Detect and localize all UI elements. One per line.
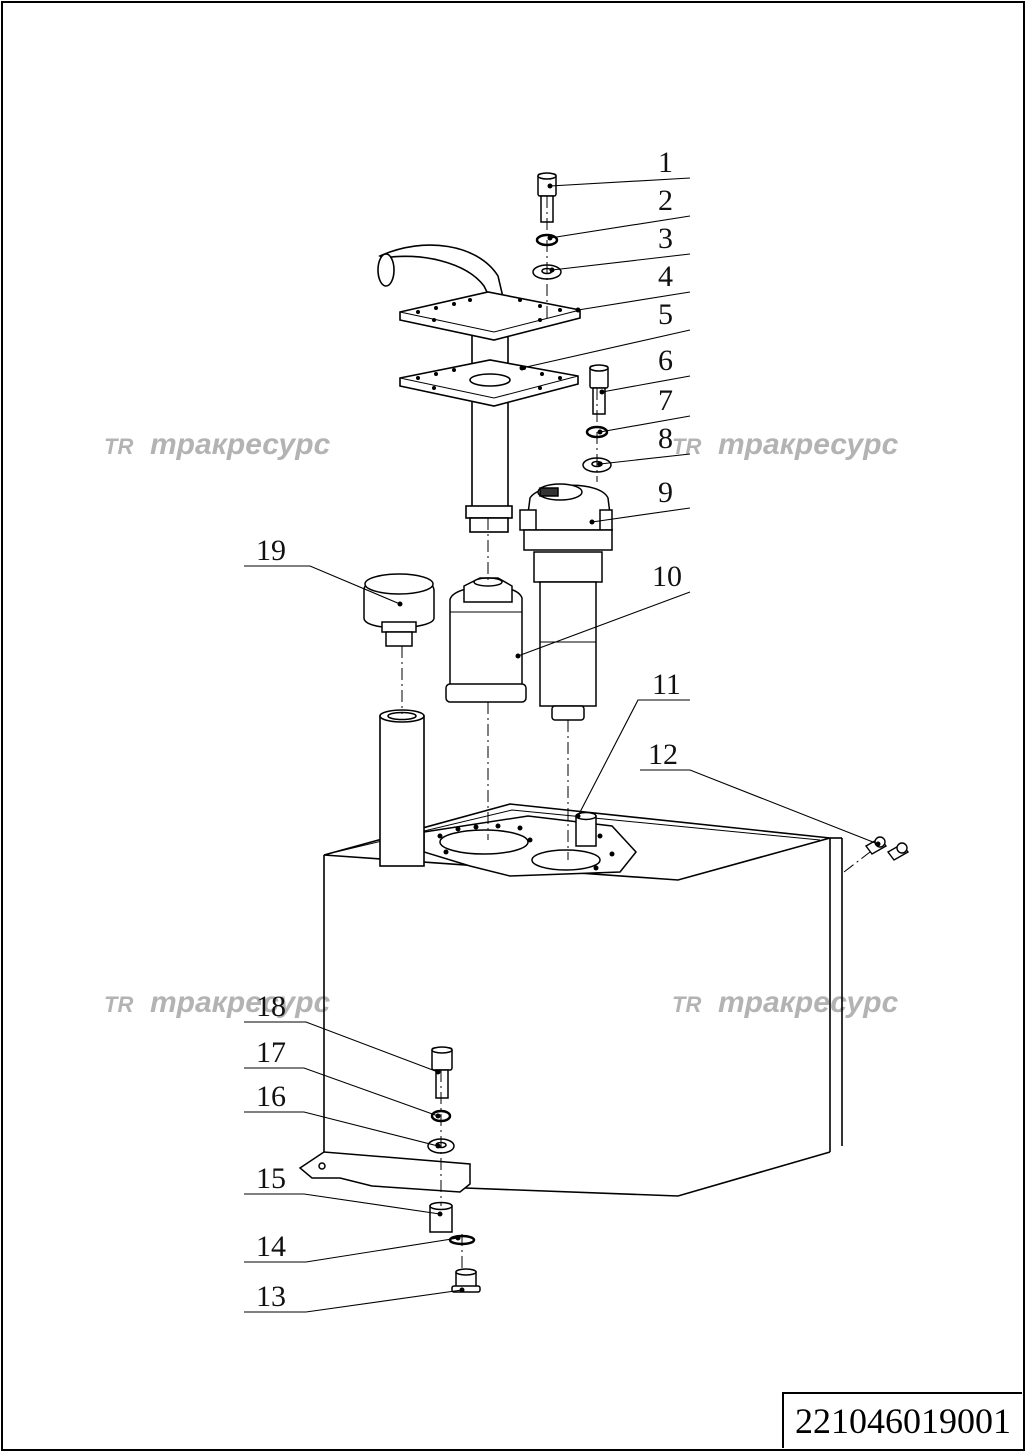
- callout-6: 6: [658, 344, 673, 377]
- watermark-text: тракресурс: [150, 986, 331, 1019]
- callout-3: 3: [658, 222, 673, 255]
- callout-16: 16: [256, 1080, 286, 1113]
- sleeve-part-13: [451, 1268, 481, 1293]
- drawing-number-box: 221046019001: [782, 1392, 1022, 1448]
- callout-8: 8: [658, 422, 673, 455]
- callout-18: 18: [256, 990, 286, 1023]
- filler-pipe: [379, 709, 425, 867]
- return-filter-part-9: [519, 483, 613, 721]
- watermark-3: TR тракресурс: [104, 986, 331, 1019]
- callout-15: 15: [256, 1162, 286, 1195]
- leader-dots: [397, 183, 881, 1293]
- mounting-bracket: [298, 1151, 471, 1193]
- callout-13: 13: [256, 1280, 286, 1313]
- callout-11: 11: [652, 668, 681, 701]
- callout-labels: 1 2 3 4 5 6 7 8 9 10 11 12 13 14 15 16 1…: [256, 146, 682, 1313]
- center-lines: [401, 196, 871, 1272]
- leader-lines: [244, 177, 879, 1313]
- callout-14: 14: [256, 1230, 286, 1263]
- bolts-part-12: [864, 836, 910, 861]
- filter-element-part-10: [445, 577, 527, 703]
- watermark-text: тракресурс: [718, 428, 899, 461]
- spacer-part-15: [429, 1201, 453, 1233]
- watermark-4: TR тракресурс: [672, 986, 899, 1019]
- watermark-text: тракресурс: [718, 986, 899, 1019]
- watermark-group: TR тракресурс TR тракресурс TR тракресур…: [104, 428, 899, 1019]
- callout-19: 19: [256, 534, 286, 567]
- watermark-logo: TR: [104, 992, 133, 1017]
- return-pipe-assembly: [377, 244, 581, 533]
- watermark-logo: TR: [104, 434, 133, 459]
- bolt-part-6: [589, 364, 609, 415]
- callout-7: 7: [658, 384, 673, 417]
- boss-part-11: [575, 811, 597, 847]
- callout-2: 2: [658, 184, 673, 217]
- watermark-logo: TR: [672, 992, 701, 1017]
- bolt-part-1: [537, 172, 557, 223]
- callout-12: 12: [648, 738, 678, 771]
- callout-1: 1: [658, 146, 673, 179]
- breather-cap-part-19: [363, 573, 435, 647]
- callout-5: 5: [658, 298, 673, 331]
- watermark-2: TR тракресурс: [672, 428, 899, 461]
- watermark-text: тракресурс: [150, 428, 331, 461]
- bolt-part-18: [431, 1046, 453, 1099]
- tank-top-flange: [423, 815, 637, 877]
- callout-4: 4: [658, 260, 673, 293]
- callout-9: 9: [658, 476, 673, 509]
- watermark-1: TR тракресурс: [104, 428, 331, 461]
- callout-17: 17: [256, 1036, 286, 1069]
- callout-10: 10: [652, 560, 682, 593]
